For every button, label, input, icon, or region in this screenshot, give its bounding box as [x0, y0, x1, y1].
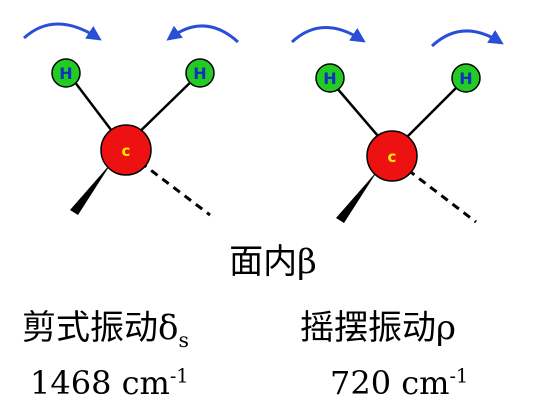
- scissoring-mode-label: 剪式振动δs: [22, 300, 189, 352]
- motion-arrow-right-h: [430, 29, 504, 48]
- rocking-mode-label: 摇摆振动ρ: [300, 300, 456, 349]
- rocking-frequency: 720 cm-1: [330, 364, 468, 402]
- unit-exponent: -1: [449, 364, 469, 388]
- hydrogen-atom-left: [51, 58, 81, 88]
- carbon-symbol: c: [388, 148, 397, 166]
- hydrogen-symbol: H: [59, 64, 72, 83]
- motion-arrow-left-h: [22, 22, 102, 41]
- dashed-bond: [407, 168, 477, 224]
- rocking-molecule: H H c: [290, 26, 504, 224]
- scissoring-molecule: H H c: [22, 22, 240, 217]
- mode-subscript: s: [178, 327, 189, 352]
- hydrogen-symbol: H: [323, 69, 336, 88]
- mode-name: 摇摆振动ρ: [300, 308, 456, 348]
- carbon-atom: [366, 130, 418, 182]
- frequency-value: 1468 cm: [30, 364, 170, 402]
- dashed-bond: [139, 160, 211, 217]
- carbon-atom: [100, 124, 152, 176]
- mode-name: 剪式振动δ: [22, 308, 179, 348]
- wedge-bond: [70, 162, 112, 215]
- hydrogen-atom-left: [315, 63, 345, 93]
- scissoring-frequency: 1468 cm-1: [30, 364, 189, 402]
- hydrogen-atom-right: [185, 58, 215, 88]
- hydrogen-atom-right: [451, 63, 481, 93]
- hydrogen-symbol: H: [193, 64, 206, 83]
- motion-arrow-right-h: [166, 24, 240, 44]
- frequency-value: 720 cm: [330, 364, 450, 402]
- hydrogen-symbol: H: [459, 69, 472, 88]
- unit-exponent: -1: [169, 364, 189, 388]
- motion-arrow-left-h: [290, 26, 366, 44]
- in-plane-bending-label: 面内β: [229, 242, 317, 282]
- carbon-symbol: c: [122, 142, 131, 160]
- wedge-bond: [336, 170, 378, 223]
